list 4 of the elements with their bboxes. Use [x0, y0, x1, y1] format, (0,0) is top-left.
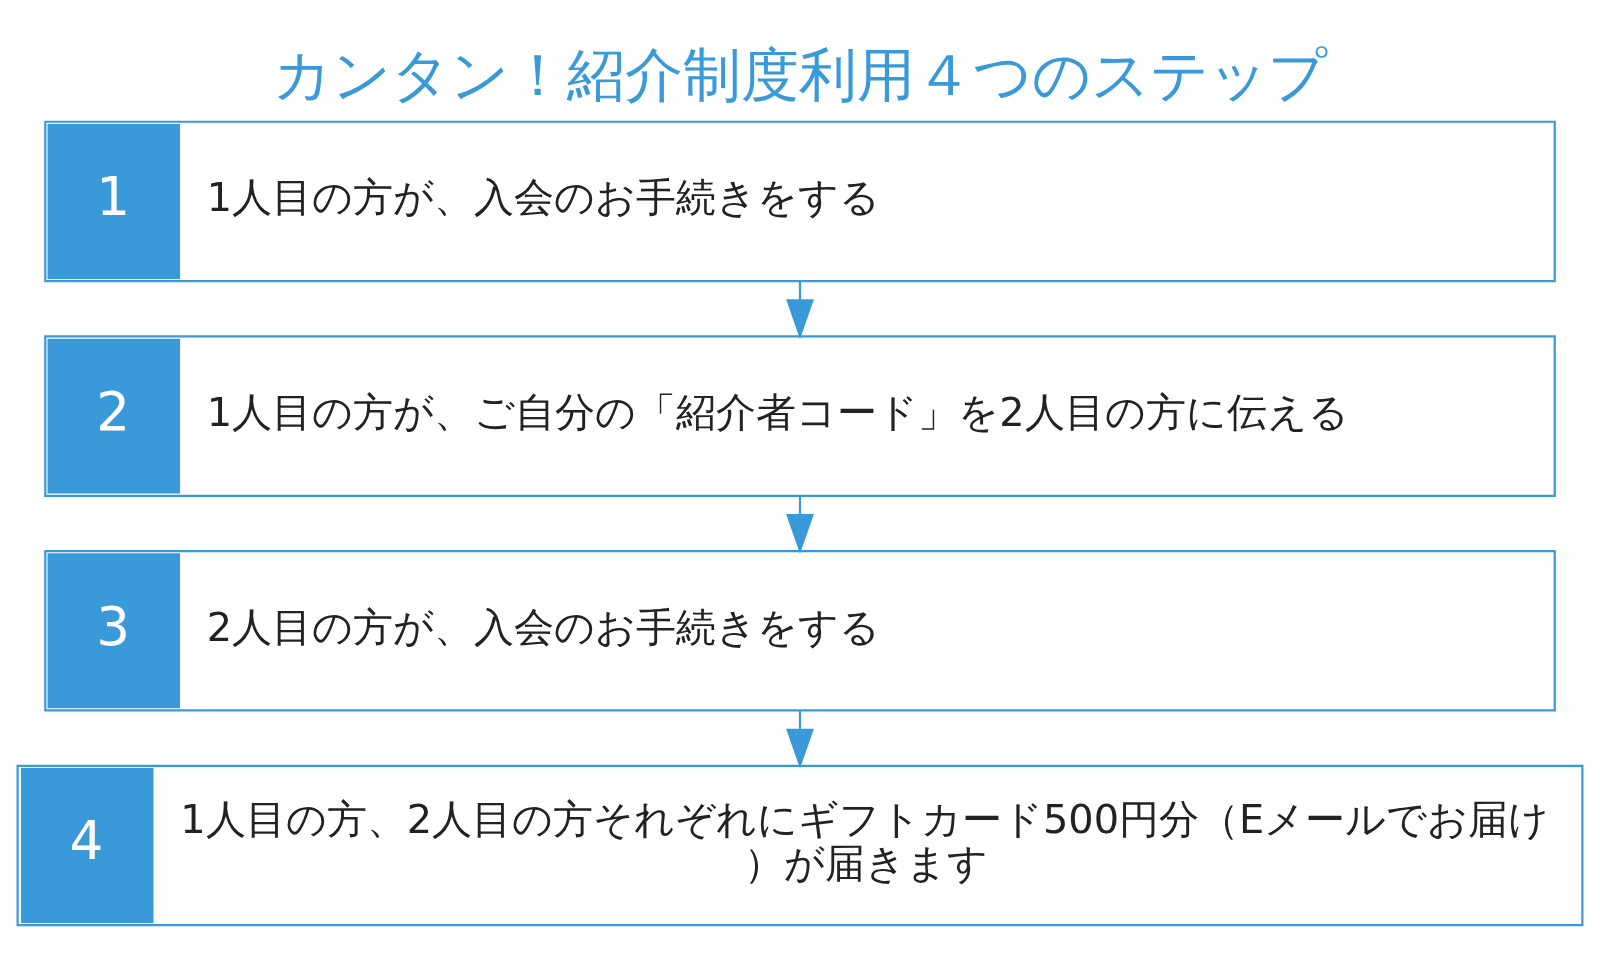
diagram-title: カンタン！紹介制度利用４つのステップ — [273, 41, 1327, 109]
arrow — [786, 710, 814, 768]
arrow — [786, 280, 814, 339]
arrow — [786, 495, 814, 554]
